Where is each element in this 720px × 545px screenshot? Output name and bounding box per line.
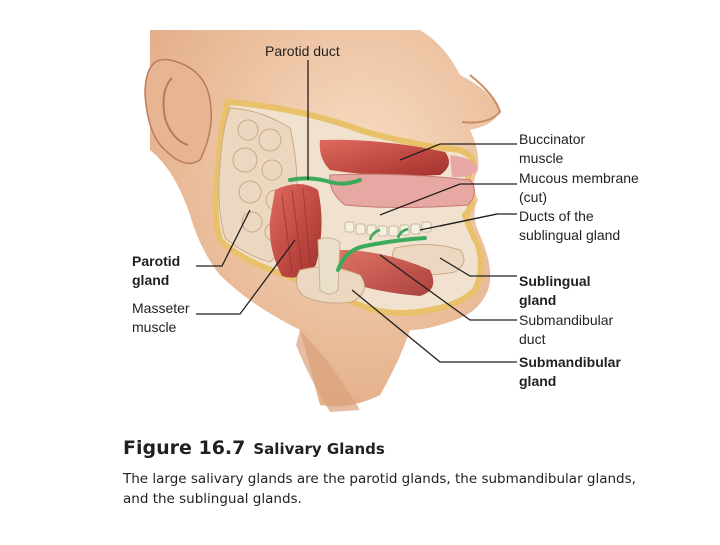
figure-name: Salivary Glands bbox=[253, 440, 384, 458]
label-buccinator-muscle: Buccinator muscle bbox=[519, 130, 585, 168]
figure-caption: The large salivary glands are the paroti… bbox=[123, 469, 653, 509]
label-submandibular-gland: Submandibular gland bbox=[519, 353, 621, 391]
label-sublingual-gland: Sublingual gland bbox=[519, 272, 591, 310]
figure-title: Figure 16.7 Salivary Glands bbox=[123, 437, 385, 459]
label-parotid-duct: Parotid duct bbox=[265, 42, 340, 61]
figure-number: Figure 16.7 bbox=[123, 437, 245, 459]
label-mucous-membrane: Mucous membrane (cut) bbox=[519, 169, 639, 207]
label-submandibular-duct: Submandibular duct bbox=[519, 311, 613, 349]
label-sublingual-ducts: Ducts of the sublingual gland bbox=[519, 207, 620, 245]
label-masseter-muscle: Masseter muscle bbox=[132, 299, 190, 337]
mucous-membrane-shape bbox=[330, 174, 475, 207]
label-parotid-gland: Parotid gland bbox=[132, 252, 180, 290]
